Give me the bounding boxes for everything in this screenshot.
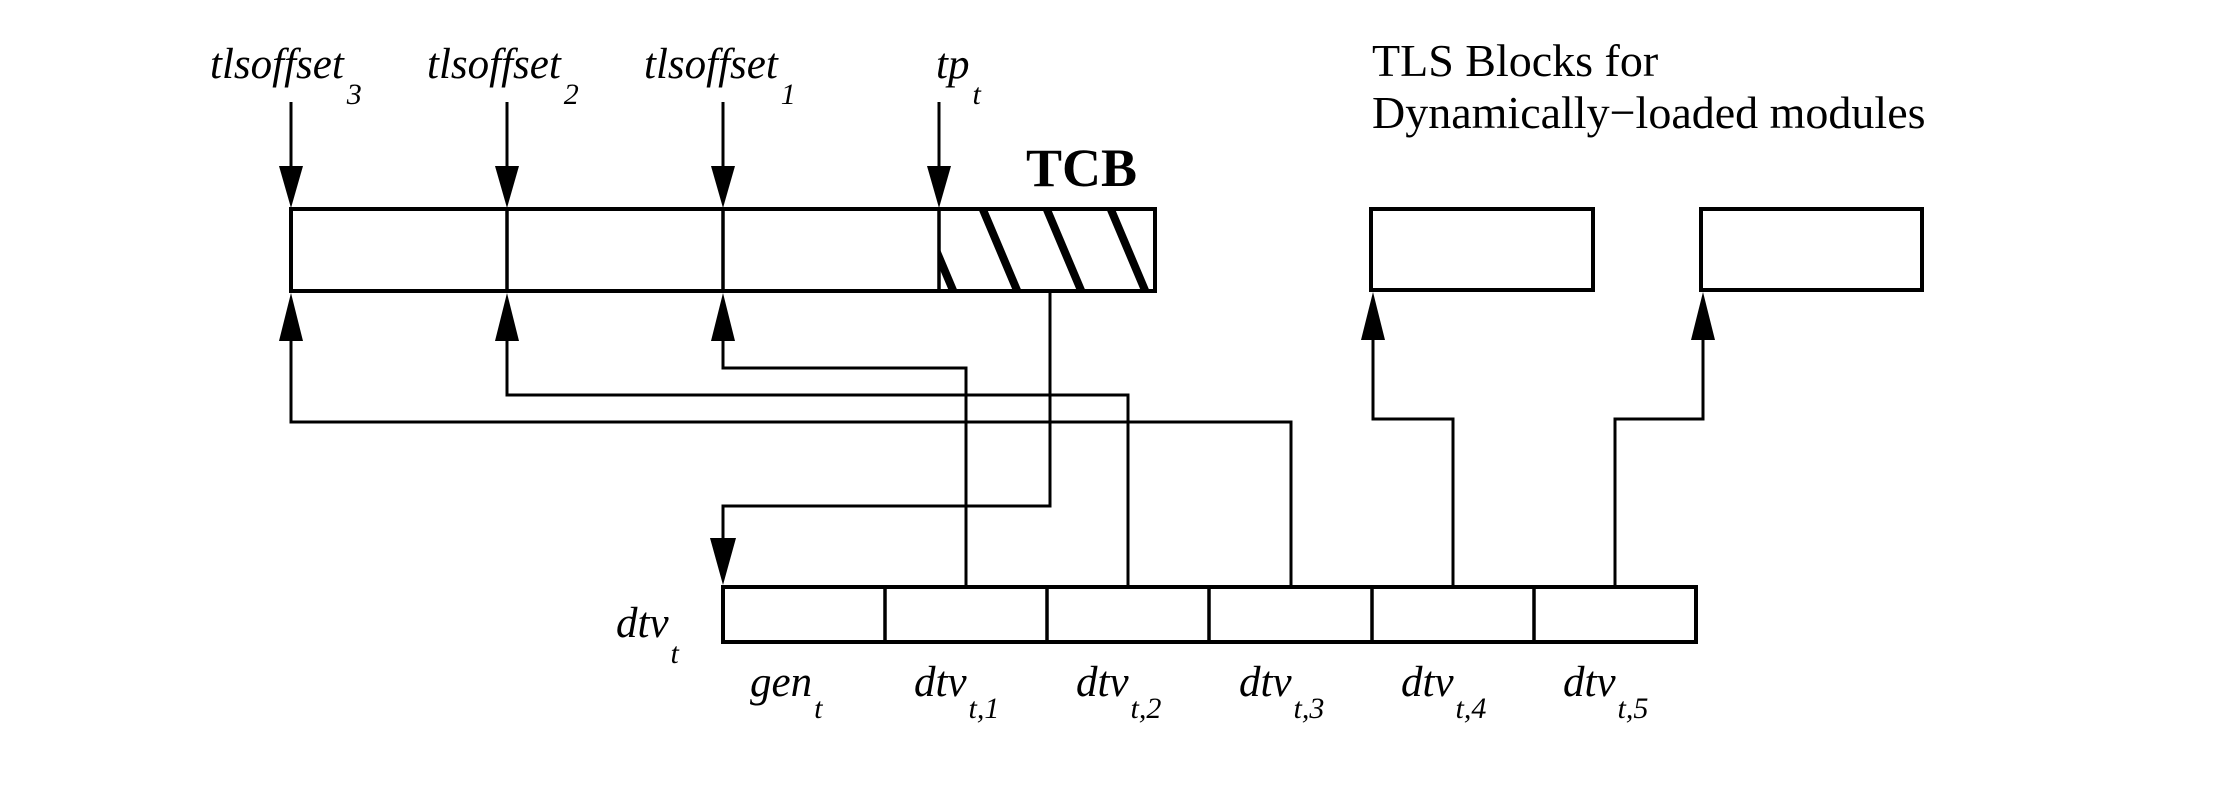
tp-label: tpt xyxy=(936,41,981,111)
tlsoffset3-arrow-icon xyxy=(279,102,303,208)
dynamic-tls-caption-line2: Dynamically−loaded modules xyxy=(1372,87,1926,138)
dtv-t1-pointer xyxy=(711,293,968,587)
dtv-cell-label-gen: gent xyxy=(750,659,823,725)
dtv-t2-pointer xyxy=(495,293,1130,587)
dynamic-tls-caption-line1: TLS Blocks for xyxy=(1372,35,1658,86)
dtv-cell-label-4: dtvt,4 xyxy=(1401,659,1486,725)
dynamic-tls-block-1 xyxy=(1369,207,1595,292)
tlsoffset2-label: tlsoffset2 xyxy=(427,41,579,111)
dynamic-tls-block-2 xyxy=(1699,207,1924,292)
dtv-t3-pointer xyxy=(279,293,1293,587)
dtv-array xyxy=(721,585,1698,644)
static-tls-bar xyxy=(289,207,1157,293)
dtv-t5-pointer xyxy=(1613,292,1715,587)
dtv-t4-pointer xyxy=(1361,292,1455,587)
dtv-vector-label: dtvt xyxy=(616,600,680,670)
tlsoffset3-label: tlsoffset3 xyxy=(210,41,362,111)
dtv-cell-label-1: dtvt,1 xyxy=(914,659,999,725)
dtv-cell-label-5: dtvt,5 xyxy=(1563,659,1648,725)
tcb-hatch xyxy=(939,209,1150,291)
tlsoffset2-arrow-icon xyxy=(495,102,519,208)
tcb-label: TCB xyxy=(1026,138,1137,198)
tp-arrow-icon xyxy=(927,102,951,208)
tlsoffset1-arrow-icon xyxy=(711,102,735,208)
tcb-to-dtv-pointer xyxy=(710,291,1052,585)
dtv-cell-label-2: dtvt,2 xyxy=(1076,659,1161,725)
dtv-cell-label-3: dtvt,3 xyxy=(1239,659,1324,725)
tlsoffset1-label: tlsoffset1 xyxy=(644,41,796,111)
